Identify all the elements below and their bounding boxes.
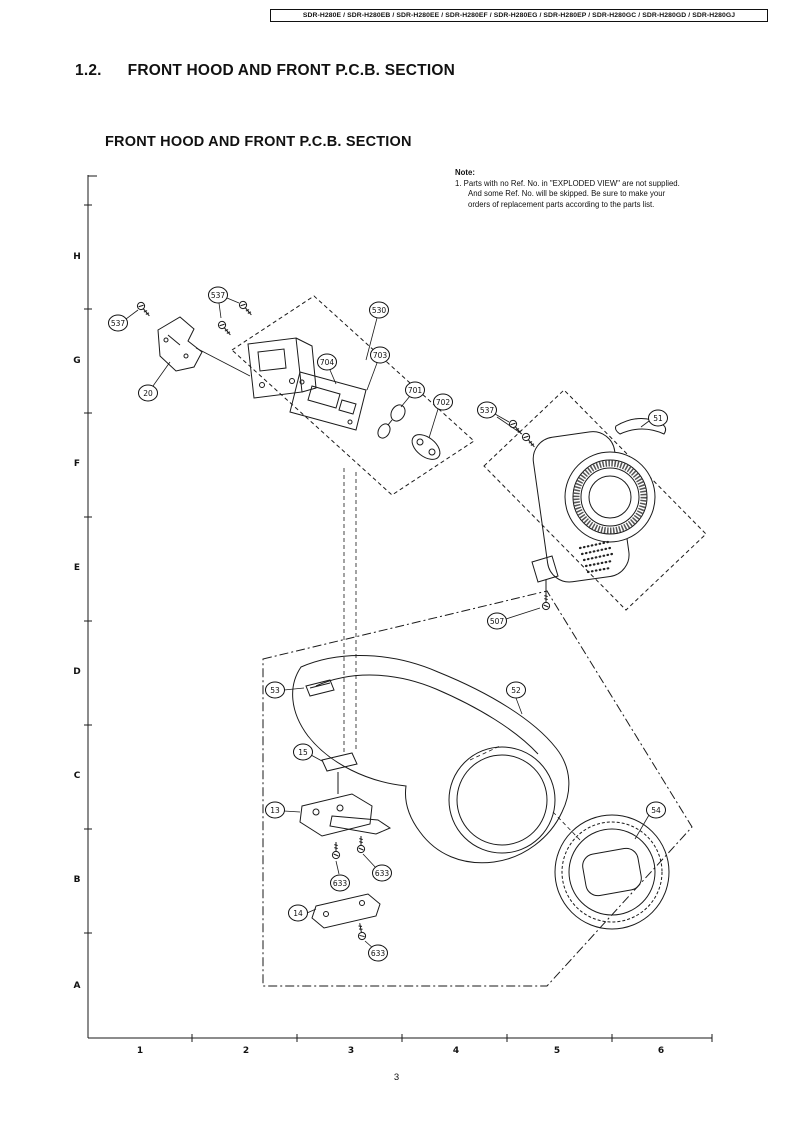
part-callout-51: 51	[648, 409, 668, 427]
front-hood-section-boundary	[262, 590, 693, 987]
part-callout-537: 537	[208, 286, 228, 304]
camera-front-body	[531, 431, 656, 596]
grid-frame: H G F E D C B A 1 2 3 4 5 6	[73, 175, 713, 1056]
callout-label: 14	[293, 909, 303, 918]
grid-row-label: H	[73, 252, 81, 262]
part-callout-52: 52	[506, 681, 526, 699]
section-title: 1.2. FRONT HOOD AND FRONT P.C.B. SECTION	[75, 62, 455, 80]
diagram-title: FRONT HOOD AND FRONT P.C.B. SECTION	[105, 134, 412, 150]
part-callout-53: 53	[265, 681, 285, 699]
section-boundaries	[231, 295, 707, 987]
part-callout-703: 703	[370, 346, 390, 364]
grid-col-label: 1	[137, 1046, 143, 1056]
alignment-lines	[343, 468, 581, 841]
camera-front-section-boundary	[483, 389, 707, 611]
speaker-grille	[578, 540, 614, 574]
callout-label: 701	[408, 386, 423, 395]
callout-label: 633	[371, 949, 386, 958]
lever-assembly-part-13	[299, 772, 392, 837]
cap-part-53	[305, 679, 335, 697]
callout-label: 507	[490, 617, 505, 626]
callout-label: 52	[511, 686, 521, 695]
callout-label: 51	[653, 414, 663, 423]
grid-row-label: E	[74, 563, 80, 573]
callout-leader-lines	[125, 297, 650, 950]
part-callout-633: 633	[368, 944, 388, 962]
part-callout-702: 702	[433, 393, 453, 411]
callout-label: 53	[270, 686, 280, 695]
grid-row-label: G	[73, 356, 80, 366]
callout-label: 15	[298, 748, 308, 757]
microphone-part-701	[377, 404, 406, 439]
part-callout-13: 13	[265, 801, 285, 819]
part-callout-701: 701	[405, 381, 425, 399]
lens-ring-part-54	[554, 814, 670, 930]
callout-label: 702	[436, 398, 451, 407]
part-callout-15: 15	[293, 743, 313, 761]
part-callout-633: 633	[372, 864, 392, 882]
part-callout-704: 704	[317, 353, 337, 371]
part-callout-537: 537	[477, 401, 497, 419]
callout-label: 704	[320, 358, 335, 367]
callout-label: 633	[333, 879, 348, 888]
note-block: Note: 1. Parts with no Ref. No. in "EXPL…	[455, 168, 717, 210]
part-callout-20: 20	[138, 384, 158, 402]
callout-label: 703	[373, 351, 388, 360]
note-line: And some Ref. No. will be skipped. Be su…	[468, 189, 666, 199]
callout-label: 537	[480, 406, 495, 415]
note-label: Note:	[455, 168, 475, 177]
bracket-part-20	[157, 316, 251, 377]
grid-col-label: 5	[554, 1046, 560, 1056]
section-title-text: FRONT HOOD AND FRONT P.C.B. SECTION	[127, 62, 455, 79]
grid-col-label: 6	[658, 1046, 664, 1056]
grid-row-label: C	[74, 771, 81, 781]
camera-front-screws	[507, 418, 551, 611]
callout-label: 537	[111, 319, 126, 328]
callout-label: 633	[375, 869, 390, 878]
part-callout-54: 54	[646, 801, 666, 819]
part-callout-537: 537	[108, 314, 128, 332]
grid-col-label: 4	[453, 1046, 459, 1056]
front-hood-part-52	[292, 655, 570, 864]
note-line: orders of replacement parts according to…	[468, 199, 655, 209]
callout-label: 20	[143, 389, 153, 398]
bottom-bracket	[531, 555, 559, 583]
grid-col-label: 3	[348, 1046, 354, 1056]
front-pcb	[289, 371, 367, 431]
page-number: 3	[393, 1072, 400, 1083]
grid-row-label: A	[74, 981, 81, 991]
grid-col-labels: 1 2 3 4 5 6	[137, 1046, 664, 1056]
part-callout-14: 14	[288, 904, 308, 922]
bracket-part-14	[311, 893, 381, 929]
callout-label: 54	[651, 806, 661, 815]
callout-label: 530	[372, 306, 387, 315]
callout-label: 537	[211, 291, 226, 300]
mic-holder-part-702	[411, 434, 441, 460]
pcb-section-boundary	[231, 295, 475, 496]
note-line: 1. Parts with no Ref. No. in "EXPLODED V…	[455, 178, 680, 188]
pcb-holder-bracket	[247, 337, 317, 399]
part-callout-530: 530	[369, 301, 389, 319]
grid-col-label: 2	[243, 1046, 249, 1056]
grid-row-labels: H G F E D C B A	[73, 252, 81, 991]
pcb-section-screws	[135, 299, 255, 338]
section-number: 1.2.	[75, 62, 102, 79]
pad-part-15	[321, 752, 358, 772]
grid-row-label: F	[74, 459, 80, 469]
grid-row-label: B	[74, 875, 81, 885]
grid-row-label: D	[73, 667, 80, 677]
part-callout-507: 507	[487, 612, 507, 630]
model-number-header: SDR-H280E / SDR-H280EB / SDR-H280EE / SD…	[270, 9, 768, 22]
callout-label: 13	[270, 806, 280, 815]
part-callout-633: 633	[330, 874, 350, 892]
